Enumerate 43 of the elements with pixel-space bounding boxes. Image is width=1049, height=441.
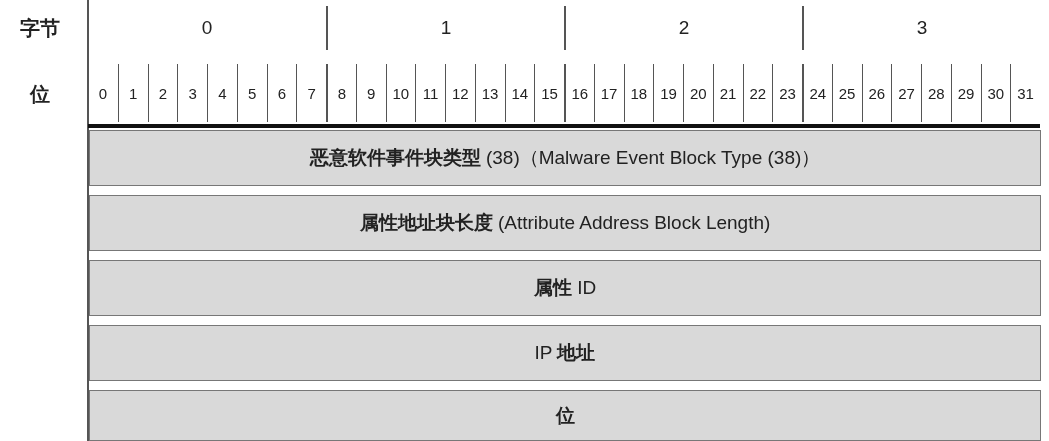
bit-number: 22: [742, 64, 773, 122]
bit-number: 30: [980, 64, 1011, 122]
field-cell: 恶意软件事件块类型 (38)（Malware Event Block Type (38)）: [89, 130, 1041, 186]
bit-number: 19: [653, 64, 683, 122]
bit-number: 15: [534, 64, 564, 122]
bit-number: 1: [117, 64, 148, 122]
byte-number: 2: [564, 6, 802, 50]
field-cell: IP 地址: [89, 325, 1041, 381]
field-cell: 属性 ID: [89, 260, 1041, 316]
byte-number: 1: [326, 6, 564, 50]
row-header: 字节: [19, 15, 61, 41]
bit-number: 11: [415, 64, 445, 122]
bit-number: 2: [147, 64, 178, 122]
bit-number: 18: [623, 64, 654, 122]
bit-number: 29: [950, 64, 981, 122]
field-cell: 属性地址块长度 (Attribute Address Block Length): [89, 195, 1041, 251]
bit-number: 25: [831, 64, 862, 122]
bit-number: 6: [266, 64, 297, 122]
bit-number: 12: [445, 64, 475, 122]
bit-number: 21: [712, 64, 743, 122]
bit-number: 13: [474, 64, 505, 122]
bit-number: 0: [97, 83, 109, 104]
bit-number: 3: [177, 64, 207, 122]
bit-number: 5: [236, 64, 267, 122]
bit-number: 9: [355, 64, 386, 122]
bit-number: 20: [683, 64, 713, 122]
field-cell: 位: [89, 390, 1041, 441]
bit-number: 27: [891, 64, 921, 122]
bit-number: 16: [564, 64, 594, 122]
bit-number: 14: [504, 64, 535, 122]
bit-number: 7: [296, 64, 326, 122]
bit-number: 17: [593, 64, 624, 122]
bit-number: 4: [207, 64, 237, 122]
bit-number: 31: [1010, 64, 1040, 122]
bit-number: 28: [921, 64, 951, 122]
bit-number: 24: [802, 64, 832, 122]
byte-number: 0: [200, 16, 214, 40]
byte-number: 3: [802, 6, 1040, 50]
bit-number: 8: [326, 64, 356, 122]
bit-number: 23: [772, 64, 802, 122]
bit-number: 26: [861, 64, 892, 122]
bit-number: 10: [385, 64, 416, 122]
row-header: 位: [29, 81, 51, 107]
